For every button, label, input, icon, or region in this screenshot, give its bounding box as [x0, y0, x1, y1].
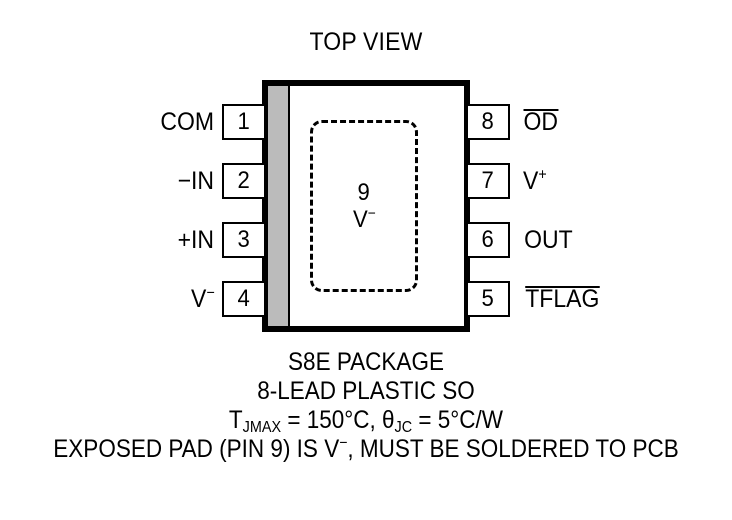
- pin-number-7: 7: [481, 167, 495, 194]
- pin-box-3[interactable]: 3: [222, 222, 266, 258]
- pin-box-4[interactable]: 4: [222, 281, 266, 317]
- pin-label-plus-in: +IN: [60, 222, 216, 258]
- pin-box-7[interactable]: 7: [466, 163, 510, 199]
- pin-label-od-text: OD: [523, 107, 559, 136]
- pin-box-2[interactable]: 2: [222, 163, 266, 199]
- pin-label-v-minus-sign: −: [206, 284, 215, 302]
- pin-label-com: COM: [60, 104, 216, 140]
- caption-exposed-pad-note: EXPOSED PAD (PIN 9) IS V−, MUST BE SOLDE…: [37, 435, 696, 464]
- pin-number-1: 1: [237, 108, 251, 135]
- tjmax-value: = 150°C,: [281, 406, 383, 434]
- pin-label-v-plus-sign: +: [538, 166, 547, 184]
- pin-box-8[interactable]: 8: [466, 104, 510, 140]
- pin-label-plus-in-text: +IN: [177, 225, 215, 254]
- pin-label-out-text: OUT: [524, 225, 573, 254]
- pin-number-4: 4: [237, 285, 251, 312]
- pin-label-v-plus: V+: [522, 163, 548, 199]
- caption-thermal-specs: TJMAX = 150°C, θJC = 5°C/W: [37, 406, 696, 437]
- pin-box-5[interactable]: 5: [466, 281, 510, 317]
- pin-number-3: 3: [237, 226, 251, 253]
- pin-label-od: OD: [522, 104, 560, 140]
- pin-box-1[interactable]: 1: [222, 104, 266, 140]
- tjmax-subscript: JMAX: [242, 419, 282, 437]
- pin-label-v-plus-base: V: [523, 166, 539, 195]
- pin-label-v-plus-wrap: V+: [523, 166, 547, 195]
- theta-jc-symbol: θ: [382, 406, 395, 434]
- pin-number-5: 5: [481, 285, 495, 312]
- pin-label-v-minus-wrap: V−: [191, 284, 215, 313]
- pin-number-6: 6: [481, 226, 495, 253]
- pin1-orientation-marker: [268, 86, 290, 326]
- theta-jc-value: = 5°C/W: [412, 406, 504, 434]
- pin-label-minus-in-text: −IN: [177, 166, 215, 195]
- exposed-pad-note-sign: −: [339, 434, 348, 452]
- pin-box-6[interactable]: 6: [466, 222, 510, 258]
- caption-package-name: S8E PACKAGE: [288, 348, 444, 376]
- pin-number-8: 8: [481, 108, 495, 135]
- page-title: TOP VIEW: [309, 28, 423, 56]
- tjmax-symbol: T: [228, 406, 243, 434]
- caption-package-type: 8-LEAD PLASTIC SO: [257, 377, 475, 405]
- pin-number-2: 2: [237, 167, 251, 194]
- pin-label-v-minus: V−: [60, 281, 216, 317]
- exposed-pad-note-part2: , MUST BE SOLDERED TO PCB: [347, 435, 679, 463]
- exposed-pad-label-sign: −: [367, 205, 376, 222]
- exposed-pad-label-base: V: [352, 205, 368, 233]
- caption-block: S8E PACKAGE 8-LEAD PLASTIC SO TJMAX = 15…: [0, 348, 732, 464]
- theta-jc-subscript: JC: [394, 419, 413, 437]
- pin-label-tflag-overline: TFLAG: [525, 284, 600, 313]
- exposed-pad-outline: 9 V−: [310, 120, 418, 292]
- pin-label-v-minus-base: V: [191, 284, 207, 313]
- pin-label-out: OUT: [522, 222, 575, 258]
- exposed-pad-number: 9: [357, 179, 371, 207]
- pin-label-com-text: COM: [160, 107, 214, 136]
- pin-label-tflag: TFLAG: [522, 281, 603, 317]
- pin-label-minus-in: −IN: [60, 163, 216, 199]
- pin-label-tflag-text: TFLAG: [525, 284, 600, 313]
- exposed-pad-label: V−: [352, 205, 376, 233]
- pin-label-od-overline: OD: [523, 107, 559, 136]
- exposed-pad-note-part1: EXPOSED PAD (PIN 9) IS V: [53, 435, 340, 463]
